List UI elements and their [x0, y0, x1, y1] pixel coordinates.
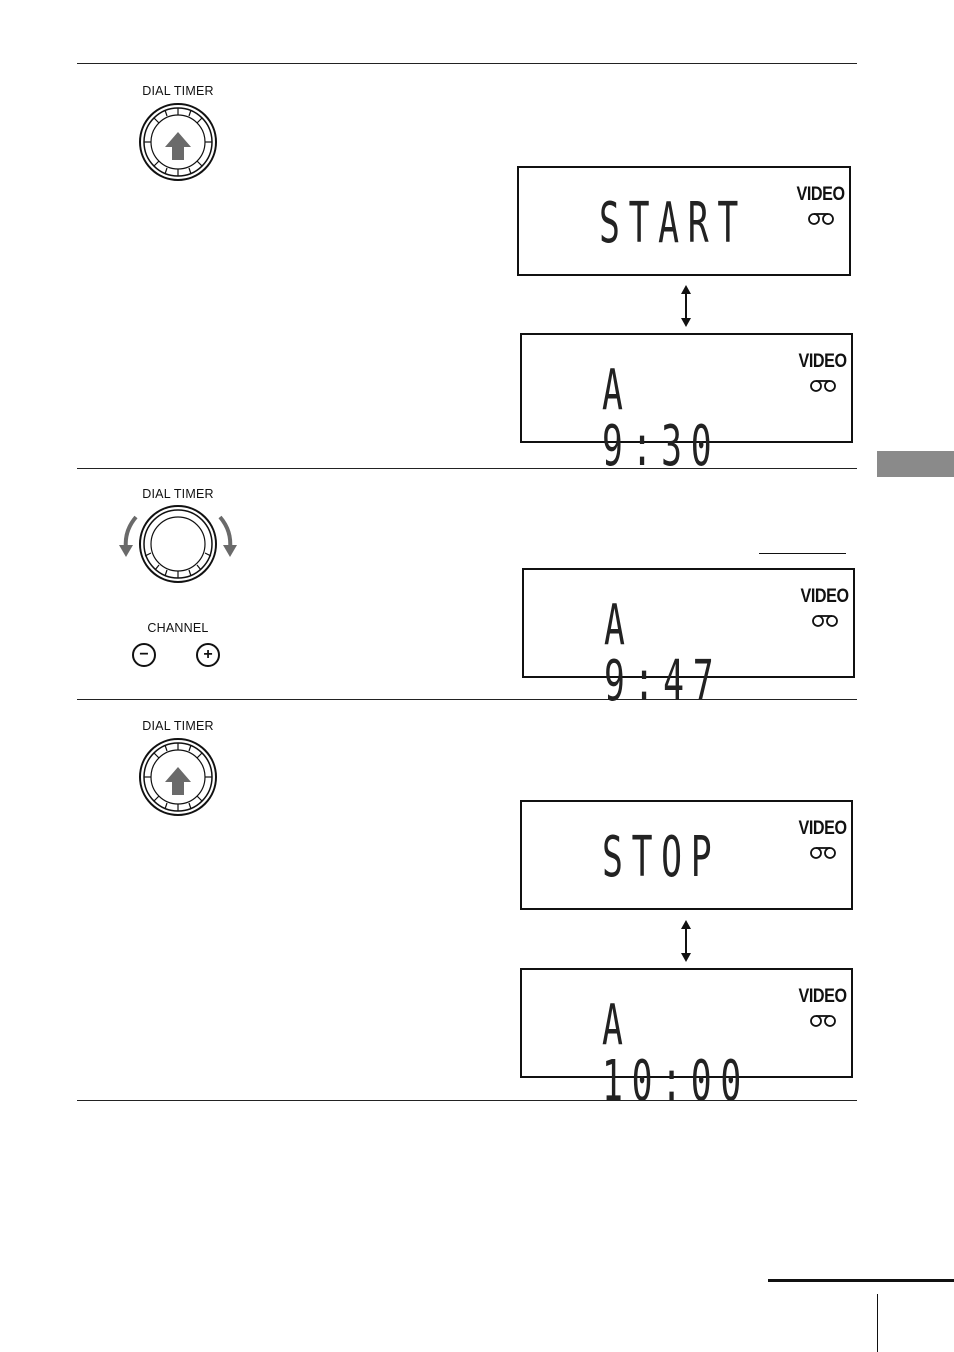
channel-minus-button[interactable]: − — [132, 643, 156, 667]
dial-timer-label: DIAL TIMER — [142, 719, 214, 733]
lcd-display: STOP VIDEO — [520, 800, 853, 910]
cassette-tape-icon — [810, 380, 836, 392]
underline-mark — [759, 553, 846, 554]
section-divider — [77, 63, 857, 64]
lcd-display: A 9:30 VIDEO — [520, 333, 853, 475]
section-divider — [77, 699, 857, 700]
continued-bar — [768, 1279, 954, 1282]
dial-timer-knob-icon[interactable] — [138, 102, 218, 182]
chapter-tab — [877, 451, 954, 477]
lcd-display: A 9:47 VIDEO — [522, 568, 855, 710]
cassette-tape-icon — [810, 847, 836, 859]
video-brand: VIDEO — [798, 986, 848, 1007]
channel-label: CHANNEL — [147, 621, 209, 635]
lcd-display: A 10:00 VIDEO — [520, 968, 853, 1110]
cassette-tape-icon — [810, 1015, 836, 1027]
cassette-tape-icon — [812, 615, 838, 627]
section-divider — [77, 1100, 857, 1101]
rotate-arrows-icon[interactable] — [118, 503, 238, 585]
double-arrow-icon — [681, 920, 691, 962]
page-edge-line — [877, 1294, 878, 1352]
video-brand: VIDEO — [800, 586, 850, 607]
display-text: A 10:00 — [602, 993, 750, 1114]
video-brand: VIDEO — [798, 351, 848, 372]
dial-timer-label: DIAL TIMER — [142, 487, 214, 501]
section-divider — [77, 468, 857, 469]
channel-plus-button[interactable]: + — [196, 643, 220, 667]
display-text: A 9:47 — [604, 593, 723, 714]
video-brand: VIDEO — [796, 184, 846, 205]
lcd-display: START VIDEO — [517, 166, 851, 276]
display-text: STOP — [602, 825, 721, 890]
display-text: START — [599, 191, 747, 256]
dial-timer-knob-icon[interactable] — [138, 737, 218, 817]
video-brand: VIDEO — [798, 818, 848, 839]
double-arrow-icon — [681, 285, 691, 327]
display-text: A 9:30 — [602, 358, 721, 479]
dial-timer-label: DIAL TIMER — [142, 84, 214, 98]
cassette-tape-icon — [808, 213, 834, 225]
